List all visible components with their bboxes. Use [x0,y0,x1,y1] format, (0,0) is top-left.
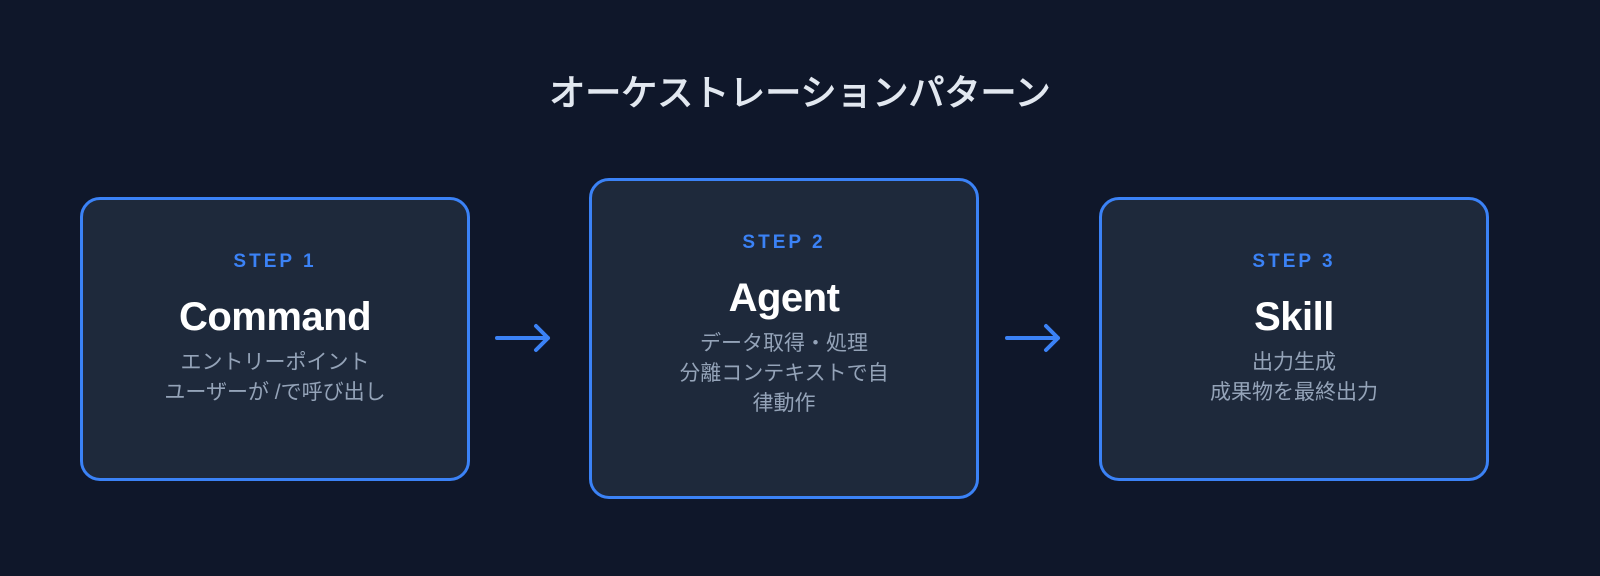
step-label: STEP 3 [1252,251,1336,272]
step-name: Skill [1254,295,1334,339]
step-label: STEP 1 [233,251,317,272]
step-name: Agent [728,276,840,320]
description-line: 律動作 [752,392,816,415]
description-line: データ取得・処理 [700,332,868,355]
step-description: エントリーポイント ユーザーが /で呼び出し [83,348,467,408]
step-card-command: STEP 1 Command エントリーポイント ユーザーが /で呼び出し [80,197,470,481]
arrow-right-icon [495,324,550,352]
description-line: ユーザーが /で呼び出し [164,381,386,404]
step-description: データ取得・処理 分離コンテキストで自 律動作 [592,329,976,419]
step-card-skill: STEP 3 Skill 出力生成 成果物を最終出力 [1099,197,1489,481]
arrow-right-icon [1005,324,1060,352]
description-line: 分離コンテキストで自 [679,362,889,385]
description-line: 成果物を最終出力 [1210,381,1378,404]
diagram-title: オーケストレーションパターン [549,72,1051,113]
step-name: Command [178,295,372,339]
description-line: エントリーポイント [180,351,370,374]
step-label: STEP 2 [742,232,826,253]
step-card-agent: STEP 2 Agent データ取得・処理 分離コンテキストで自 律動作 [589,178,979,499]
description-line: 出力生成 [1252,351,1336,374]
step-description: 出力生成 成果物を最終出力 [1102,348,1486,408]
